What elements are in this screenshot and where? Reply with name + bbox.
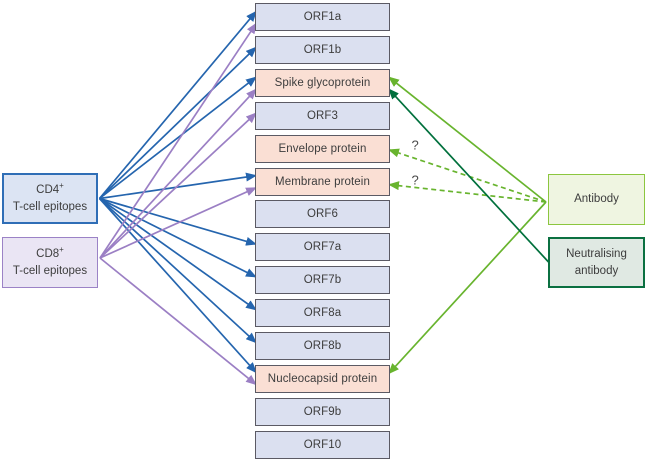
genome-box-orf1b: ORF1b bbox=[255, 35, 390, 64]
cd4-superscript: + bbox=[59, 181, 64, 191]
cd8-superscript: + bbox=[59, 245, 64, 255]
edge-antibody-nucleocapsid bbox=[387, 201, 547, 375]
neutralising-antibody-box: Neutralising antibody bbox=[548, 237, 645, 288]
edge-cd4-membrane bbox=[99, 172, 257, 200]
edge-neutralising-spike bbox=[387, 88, 550, 263]
edge-cd4-orf8a bbox=[99, 197, 257, 311]
edge-group: ?? bbox=[98, 10, 550, 386]
genome-box-orf8b: ORF8b bbox=[255, 332, 390, 360]
edge-cd4-orf7a bbox=[99, 197, 257, 246]
cd8-label: CD8 bbox=[36, 248, 60, 261]
edge-cd4-spike bbox=[98, 76, 258, 200]
antibody-label: Antibody bbox=[574, 193, 619, 206]
cd4-label-line1: CD4+ bbox=[36, 182, 64, 198]
edge-cd8-orf3 bbox=[99, 112, 258, 259]
cd4-label-line2: T-cell epitopes bbox=[12, 200, 88, 213]
cd4-epitopes-box: CD4+ T-cell epitopes bbox=[2, 173, 98, 224]
cd4-label: CD4 bbox=[36, 184, 60, 197]
edge-cd4-orf8b bbox=[98, 197, 258, 344]
edge-cd8-spike bbox=[99, 88, 258, 259]
cd8-epitopes-box: CD8+ T-cell epitopes bbox=[2, 237, 98, 288]
edge-cd8-membrane bbox=[99, 186, 257, 259]
antibody-box: Antibody bbox=[548, 174, 645, 225]
edge-cd4-orf1a bbox=[98, 10, 258, 200]
genome-box-orf3: ORF3 bbox=[255, 101, 390, 130]
edge-antibody-spike bbox=[387, 76, 547, 203]
edge-antibody-envelope bbox=[388, 148, 547, 203]
cd8-label-line1: CD8+ bbox=[36, 246, 64, 262]
genome-box-nucleocapsid: Nucleocapsid protein bbox=[255, 364, 390, 393]
genome-box-orf7a: ORF7a bbox=[255, 233, 390, 262]
edge-cd4-orf7b bbox=[99, 197, 257, 278]
cd8-label-line2: T-cell epitopes bbox=[12, 264, 88, 277]
genome-box-orf8a: ORF8a bbox=[255, 299, 390, 328]
edge-cd4-nucleocapsid bbox=[98, 197, 258, 374]
genome-box-envelope: Envelope protein bbox=[255, 134, 390, 163]
edge-cd8-nucleocapsid bbox=[99, 257, 258, 386]
genome-box-orf10: ORF10 bbox=[255, 430, 390, 459]
neutralising-antibody-label-line2: antibody bbox=[574, 264, 619, 277]
genome-box-orf7b: ORF7b bbox=[255, 266, 390, 295]
edge-cd4-orf1b bbox=[98, 46, 258, 200]
genome-box-orf1a: ORF1a bbox=[255, 3, 390, 31]
genome-box-membrane: Membrane protein bbox=[255, 167, 390, 196]
genome-box-spike: Spike glycoprotein bbox=[255, 68, 390, 97]
edge-cd8-orf1a bbox=[99, 22, 258, 259]
genome-box-orf9b: ORF9b bbox=[255, 397, 390, 426]
question-mark-membrane: ? bbox=[412, 173, 419, 188]
edge-antibody-membrane bbox=[388, 181, 547, 203]
neutralising-antibody-label-line1: Neutralising bbox=[566, 248, 627, 261]
question-mark-envelope: ? bbox=[412, 138, 419, 153]
genome-box-orf6: ORF6 bbox=[255, 200, 390, 229]
